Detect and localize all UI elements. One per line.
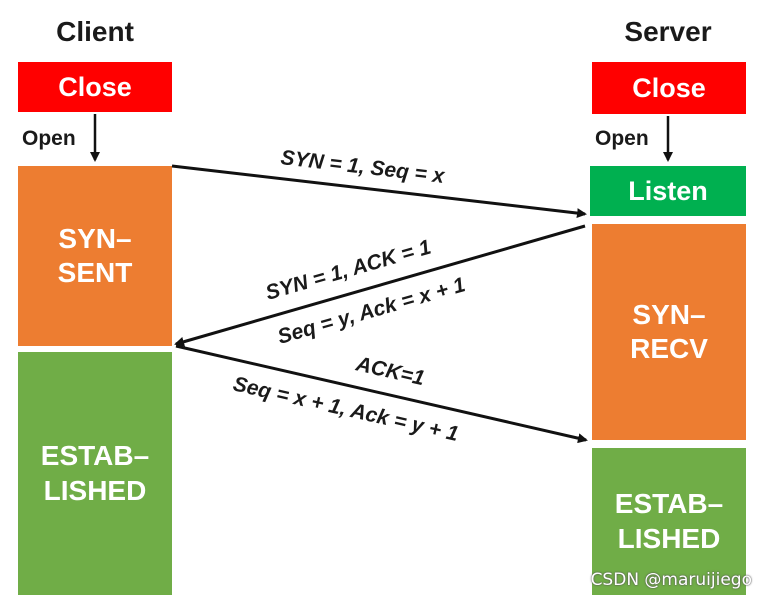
client-close-state: Close — [18, 62, 172, 112]
ack-label-line1: ACK=1 — [353, 352, 427, 390]
server-syn-recv-state: SYN– RECV — [592, 224, 746, 440]
client-established-state: ESTAB– LISHED — [18, 352, 172, 595]
client-syn-sent-state: SYN– SENT — [18, 166, 172, 346]
syn-arrow — [171, 164, 587, 219]
syn-ack-arrow — [174, 224, 586, 347]
server-established-state: ESTAB– LISHED — [592, 448, 746, 595]
watermark: CSDN @maruijiego — [590, 570, 752, 590]
ack-arrow — [175, 344, 588, 444]
server-heading: Server — [624, 16, 712, 47]
client-heading: Client — [56, 16, 134, 47]
server-open-label: Open — [595, 127, 649, 150]
server-close-state: Close — [592, 62, 746, 114]
client-open-label: Open — [22, 127, 76, 150]
server-listen-state: Listen — [590, 166, 746, 216]
